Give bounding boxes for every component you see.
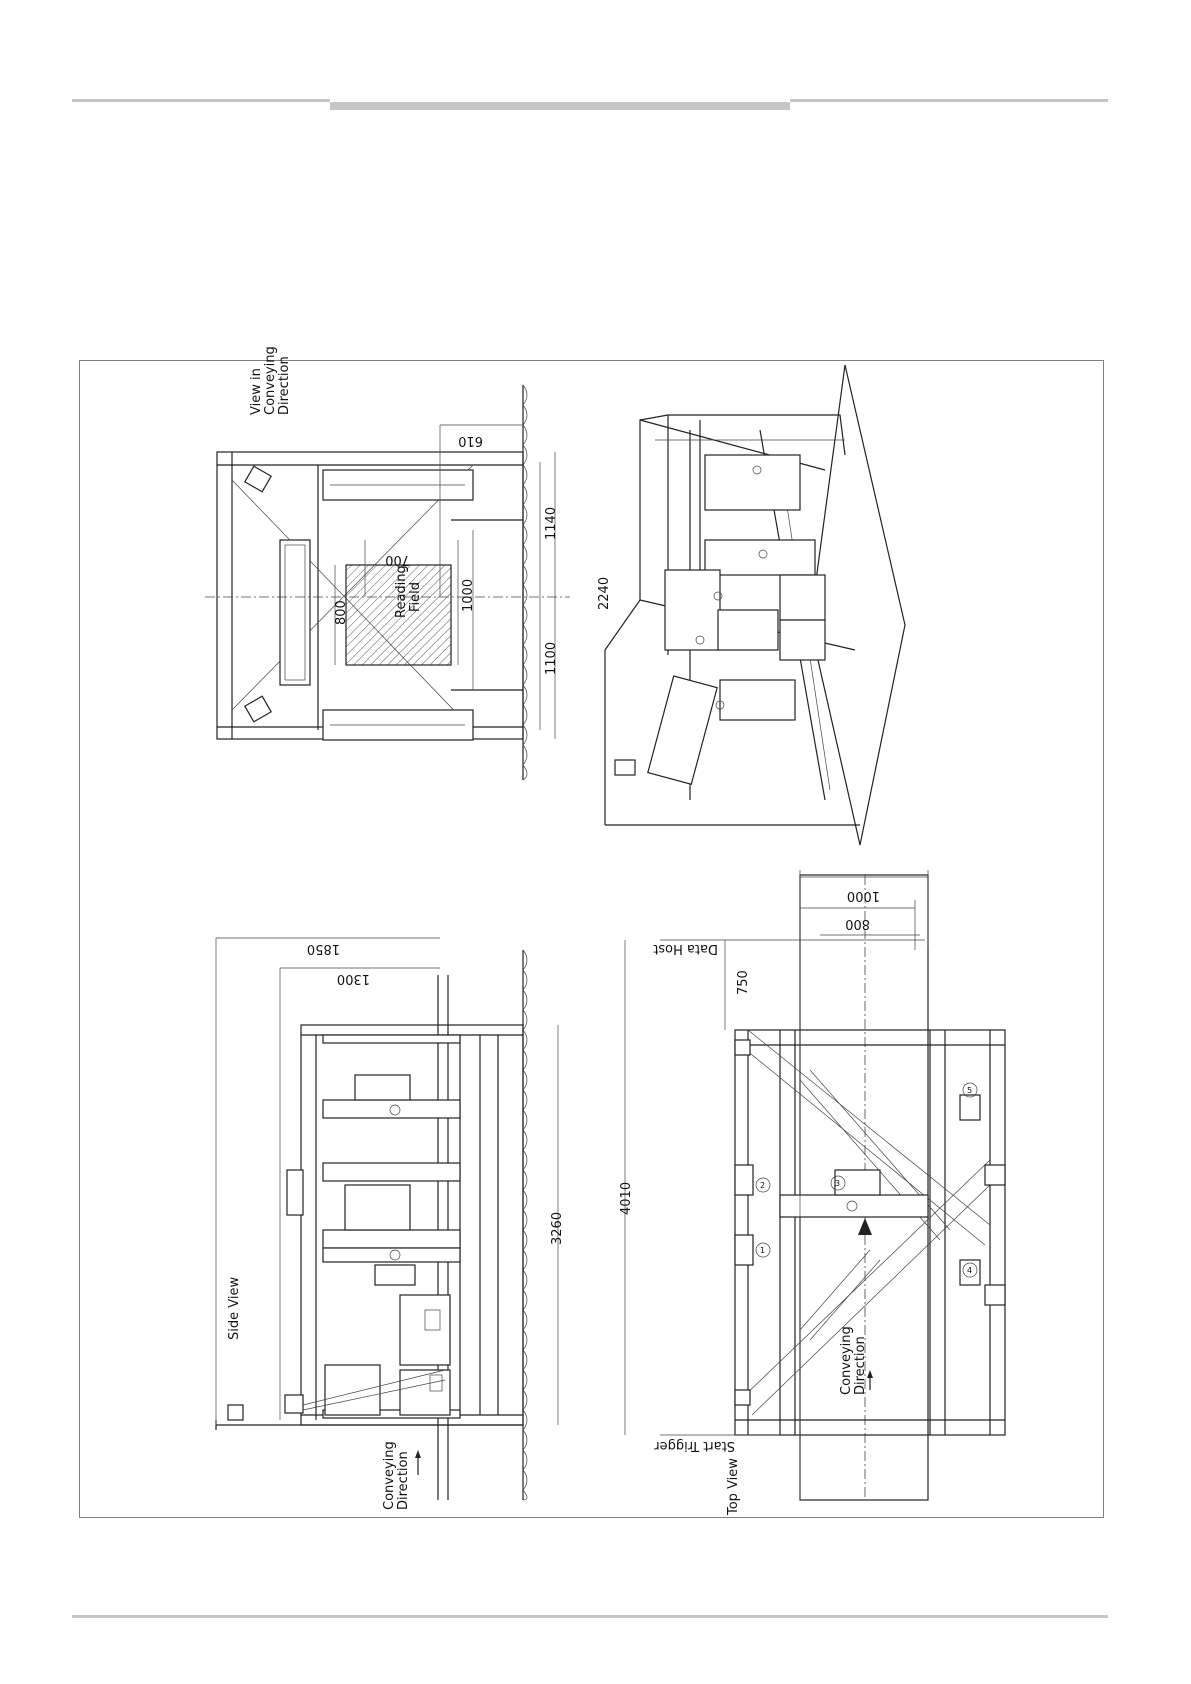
end-view-title: View in Conveying Direction (249, 342, 292, 415)
device-5-label: 5 (967, 1086, 972, 1095)
dim-750: 750 (736, 970, 751, 995)
dim-1300: 1300 (337, 971, 370, 986)
dim-700: 700 (385, 552, 410, 567)
top-view-conveying-direction: Conveying Direction (839, 1322, 868, 1395)
dim-1100: 1100 (544, 642, 559, 675)
dim-1140: 1140 (544, 507, 559, 540)
device-4-label: 4 (967, 1266, 972, 1275)
dim-4010: 4010 (619, 1182, 634, 1215)
dim-3260: 3260 (550, 1212, 565, 1245)
isometric-view (605, 365, 905, 845)
side-view (216, 938, 558, 1500)
data-host-label: Data Host (653, 941, 718, 956)
side-view-title: Side View (227, 1277, 242, 1340)
dim-1850: 1850 (307, 941, 340, 956)
dim-800: 800 (334, 600, 349, 625)
top-view-title: Top View (726, 1458, 741, 1516)
device-1-label: 1 (760, 1246, 765, 1255)
dim-2240: 2240 (597, 577, 612, 610)
dim-800-top: 800 (845, 916, 870, 931)
end-view (205, 385, 570, 780)
device-2-label: 2 (760, 1181, 765, 1190)
dim-1000-top: 1000 (847, 888, 880, 903)
device-3-label: 3 (835, 1179, 840, 1188)
dim-1000: 1000 (461, 579, 476, 612)
side-view-conveying-direction: Conveying Direction (382, 1437, 411, 1510)
top-view (625, 870, 1005, 1500)
up-arrow-icon (858, 1218, 872, 1235)
dim-610: 610 (458, 433, 483, 448)
start-trigger-label: Start Trigger (654, 1438, 735, 1453)
